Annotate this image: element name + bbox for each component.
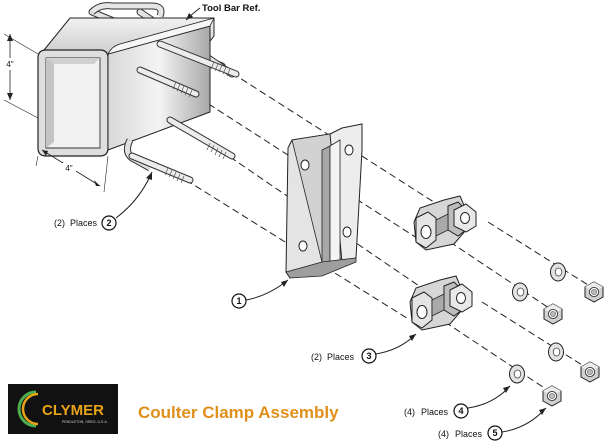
clymer-logo: CLYMER PENDLETON, OREG. U.S.A.	[8, 384, 118, 434]
callout-3-word: Places	[327, 352, 355, 362]
clamp-upper	[413, 195, 477, 251]
nut-4	[542, 385, 562, 407]
washer-2	[512, 282, 528, 302]
dimension-width: 4"	[35, 149, 109, 193]
nut-2	[543, 303, 563, 325]
callout-4-number: 4	[458, 406, 463, 416]
u-bolt-lower	[123, 116, 236, 184]
callout-4-word: Places	[421, 407, 449, 417]
width-dimension-label: 4"	[65, 164, 72, 173]
diagram-title: Coulter Clamp Assembly	[138, 403, 339, 422]
callout-3-qty: (2)	[311, 352, 322, 362]
logo-tagline: PENDLETON, OREG. U.S.A.	[62, 420, 108, 424]
callout-1: 1	[231, 279, 289, 309]
callout-4: (4) Places 4	[404, 385, 511, 419]
washer-1	[550, 262, 566, 282]
clamp-lower	[409, 275, 473, 331]
logo-wordmark: CLYMER	[42, 402, 104, 419]
nut-1	[584, 281, 604, 303]
callout-5: (4) Places 5	[438, 407, 547, 441]
washer-4	[509, 364, 525, 384]
callout-5-qty: (4)	[438, 429, 449, 439]
callout-2-qty: (2)	[54, 218, 65, 228]
washer-3	[548, 342, 564, 362]
callout-4-qty: (4)	[404, 407, 415, 417]
callout-1-number: 1	[236, 296, 241, 306]
height-dimension-label: 4"	[6, 60, 13, 69]
callout-2-word: Places	[70, 218, 98, 228]
u-bolt-upper	[89, 2, 240, 98]
callout-3: (2) Places 3	[311, 333, 417, 364]
callout-5-word: Places	[455, 429, 483, 439]
callout-2: (2) Places 2	[54, 171, 153, 231]
dimension-height: 4"	[3, 33, 39, 119]
tool-bar-tube	[37, 8, 236, 157]
tool-bar-ref-callout: Tool Bar Ref.	[185, 3, 260, 21]
mounting-plate	[285, 123, 363, 279]
tool-bar-ref-label: Tool Bar Ref.	[202, 3, 260, 14]
callout-3-number: 3	[366, 351, 371, 361]
alignment-centerlines	[185, 72, 597, 396]
callout-5-number: 5	[492, 428, 497, 438]
callout-2-number: 2	[106, 218, 111, 228]
nut-3	[580, 361, 600, 383]
